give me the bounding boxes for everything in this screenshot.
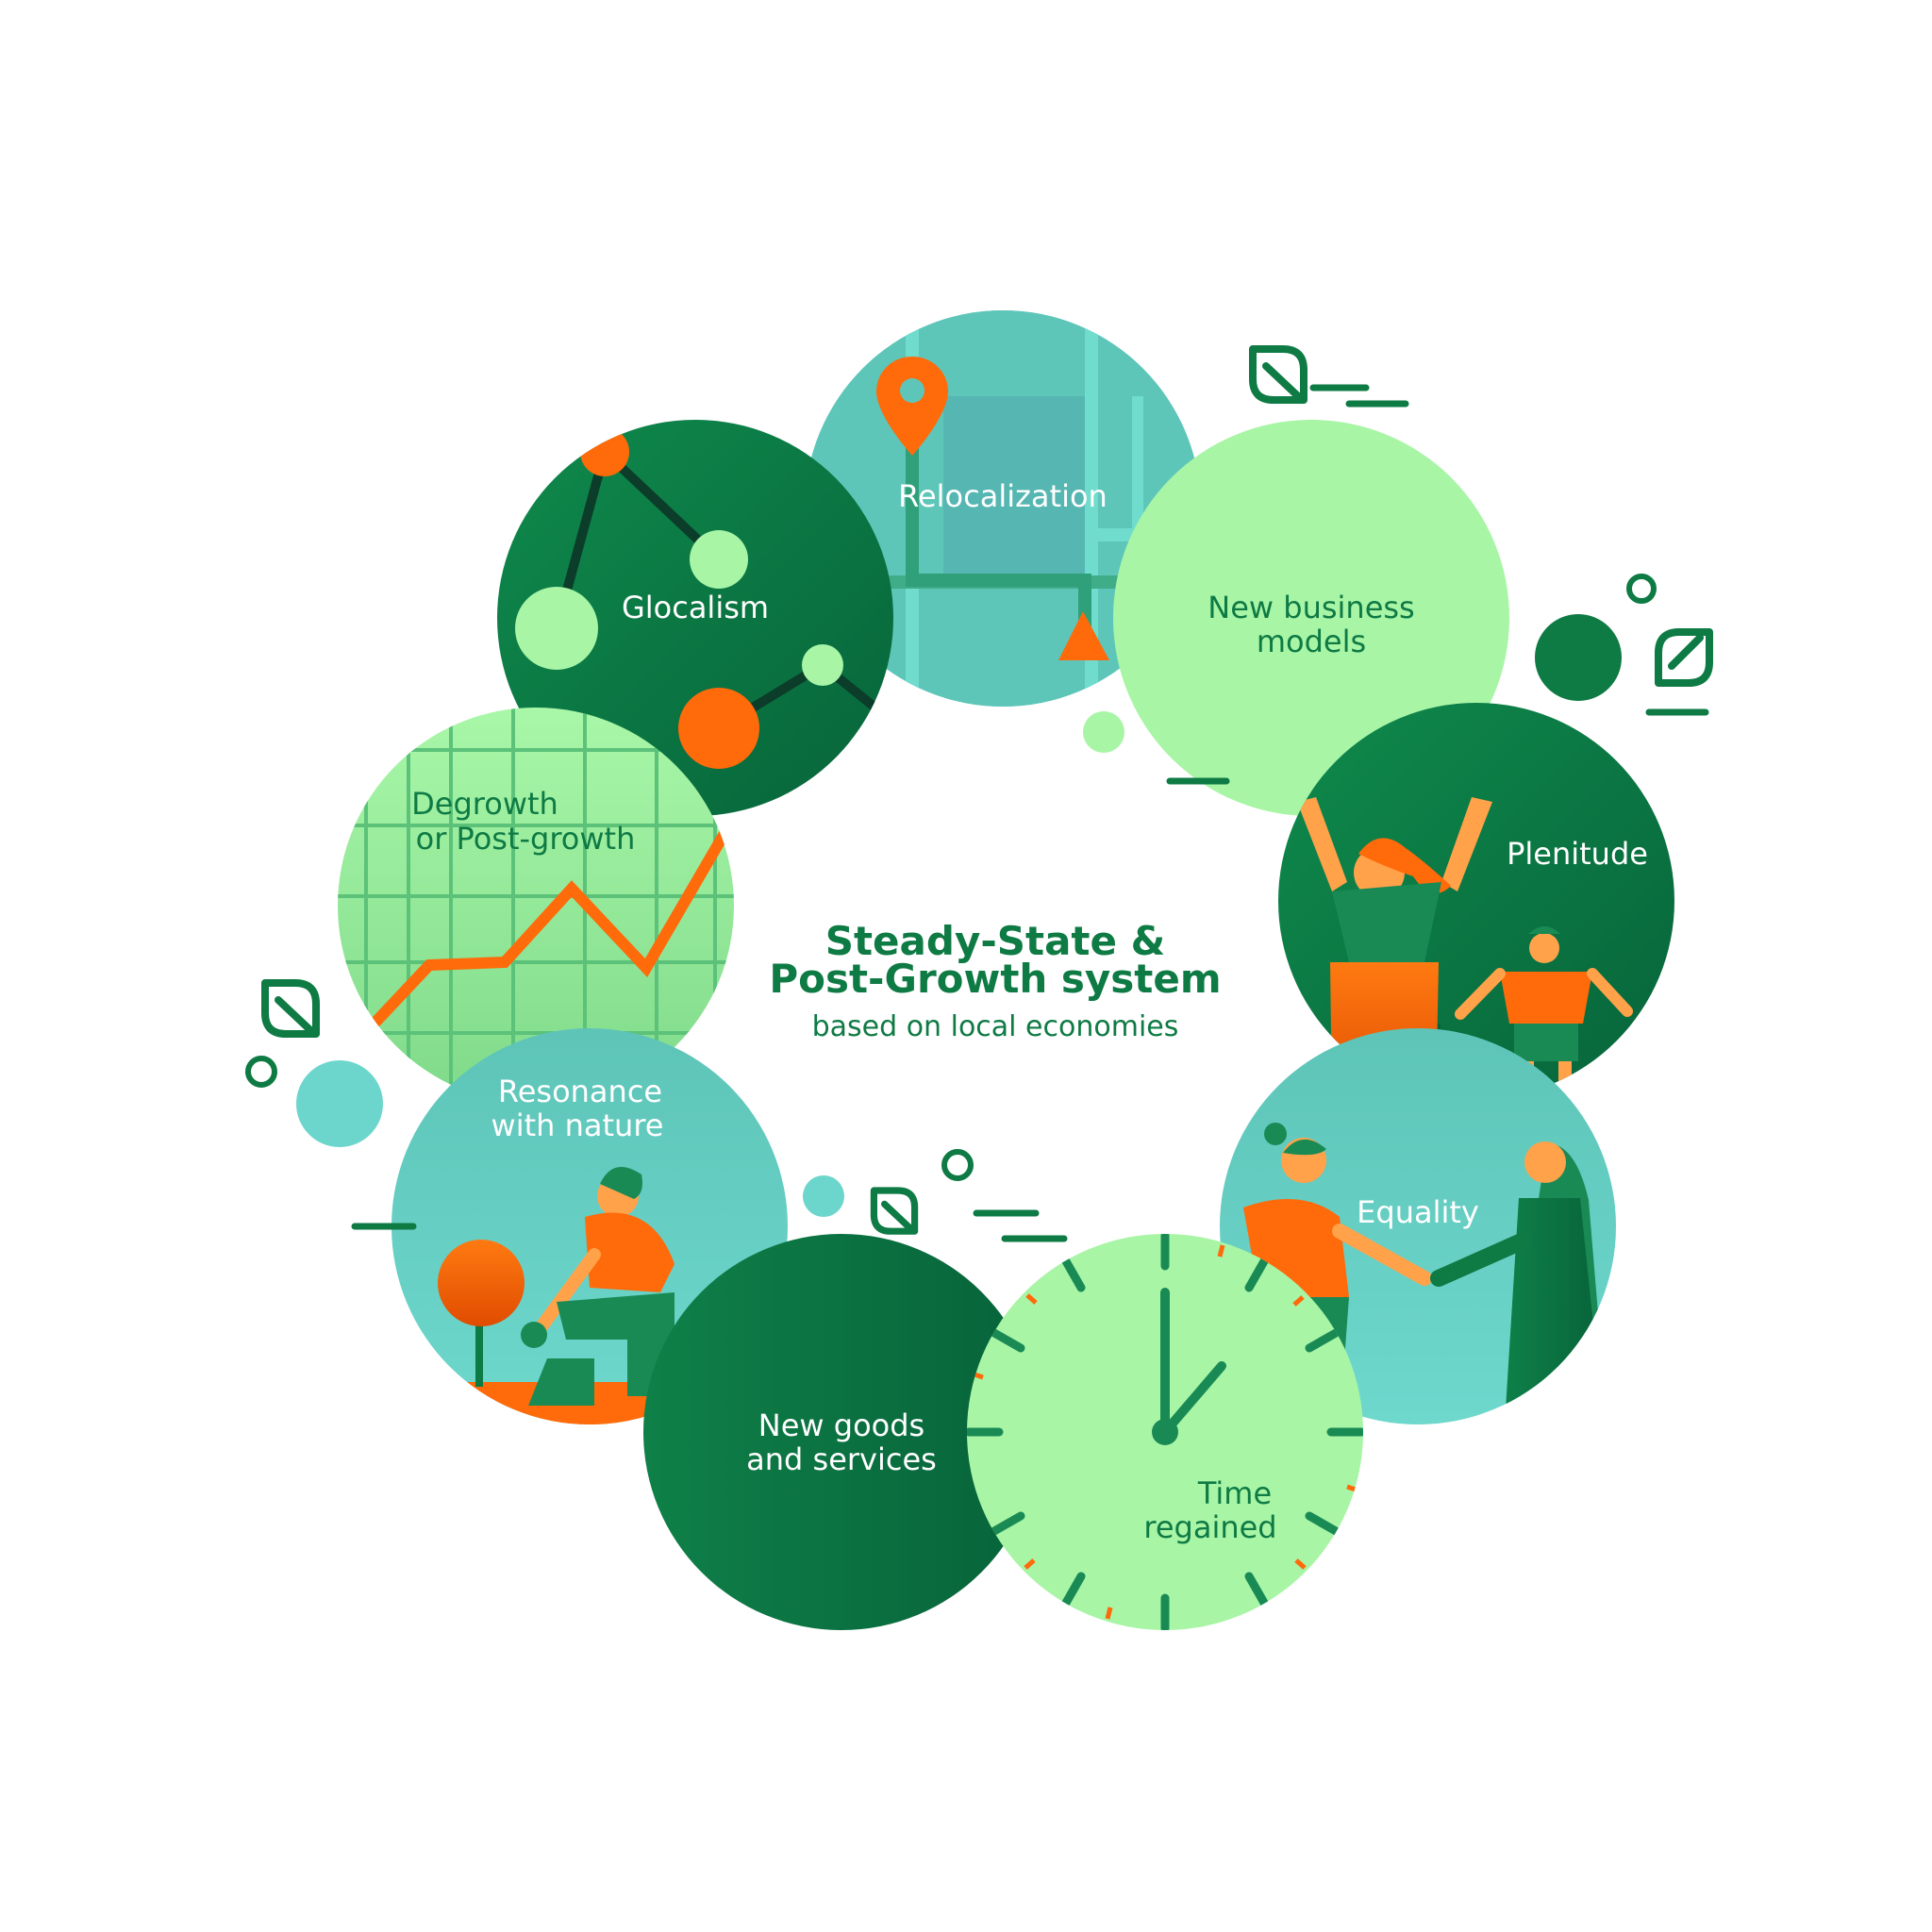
plenitude-label: Plenitude — [1507, 836, 1648, 872]
new-goods-and-services-circle: New goods and services — [643, 1234, 1040, 1630]
new-goods-label-line2: and services — [746, 1441, 937, 1477]
leaf-icon — [1655, 628, 1713, 687]
equality-label: Equality — [1357, 1194, 1479, 1230]
resonance-label-line1: Resonance — [498, 1074, 662, 1109]
decorations — [245, 345, 1713, 1242]
location-pin-icon — [876, 357, 948, 456]
new-goods-label-line1: New goods — [758, 1407, 924, 1443]
new-business-label-line1: New business — [1208, 590, 1414, 625]
center-title-line1: Steady-State & — [825, 918, 1166, 964]
center-title-block: Steady-State & Post-Growth system based … — [769, 918, 1221, 1043]
time-regained-circle: Time regained — [967, 1234, 1363, 1630]
time-label-line1: Time — [1197, 1475, 1272, 1511]
clock-illustration — [967, 1234, 1363, 1630]
time-label-line2: regained — [1143, 1509, 1276, 1545]
leaf-icon — [1249, 345, 1307, 404]
leaf-icon — [870, 1187, 919, 1235]
center-title-line2: Post-Growth system — [769, 956, 1221, 1002]
new-business-label-line2: models — [1257, 624, 1366, 659]
glocalism-label: Glocalism — [622, 590, 769, 625]
leaf-icon — [261, 979, 320, 1038]
degrowth-label-line1: Degrowth — [411, 786, 558, 822]
center-subtitle: based on local economies — [812, 1010, 1179, 1043]
relocalization-label: Relocalization — [898, 478, 1108, 514]
degrowth-label-line2: or Post-growth — [416, 821, 636, 857]
resonance-label-line2: with nature — [491, 1108, 664, 1143]
navigation-arrow-icon — [1058, 611, 1109, 660]
